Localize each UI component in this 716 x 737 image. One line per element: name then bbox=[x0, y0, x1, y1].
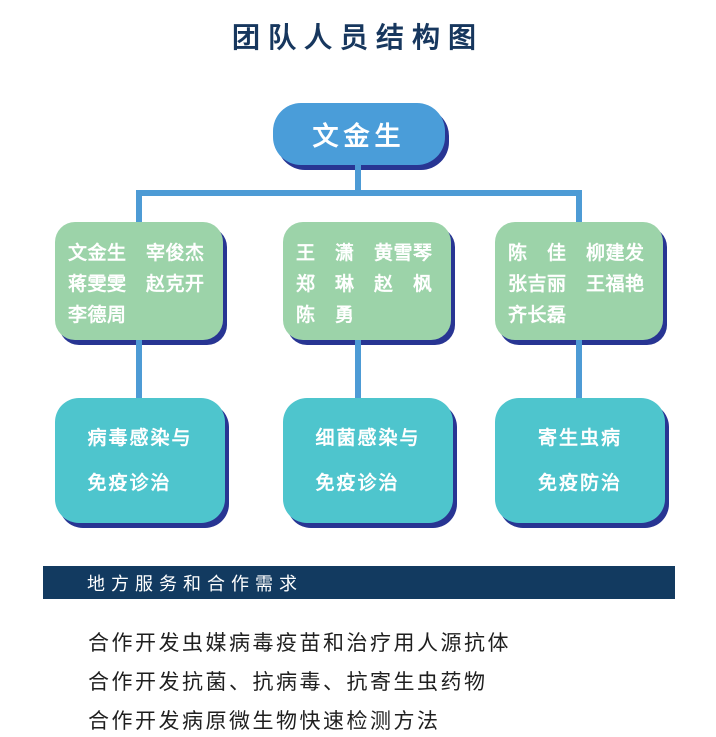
specialty-box-parasite: 寄生虫病 免疫防治 bbox=[495, 398, 665, 523]
connector-drop-right bbox=[576, 190, 582, 222]
member-group-parasite: 陈 佳 柳建发 张吉丽 王福艳 齐长磊 bbox=[495, 222, 663, 340]
specialty-line: 病毒感染与 bbox=[87, 427, 193, 449]
root-node-label: 文金生 bbox=[312, 120, 406, 151]
specialty-text: 寄生虫病 免疫防治 bbox=[538, 416, 622, 506]
member-group-bacteria: 王 潇 黄雪琴 郑 琳 赵 枫 陈 勇 bbox=[283, 222, 451, 340]
specialty-line: 寄生虫病 bbox=[537, 427, 622, 449]
connector-right-column bbox=[576, 340, 582, 398]
member-group-virus: 文金生 宰俊杰 蒋雯雯 赵克开 李德周 bbox=[55, 222, 223, 340]
member-line: 王 潇 黄雪琴 bbox=[296, 243, 433, 264]
member-line: 李德周 bbox=[68, 305, 127, 326]
connector-middle-column bbox=[355, 340, 361, 398]
specialty-line: 免疫诊治 bbox=[87, 472, 172, 494]
member-line: 蒋雯雯 赵克开 bbox=[68, 274, 205, 295]
member-line: 齐长磊 bbox=[508, 305, 567, 326]
need-item: 合作开发虫媒病毒疫苗和治疗用人源抗体 bbox=[88, 631, 511, 655]
member-line: 张吉丽 王福艳 bbox=[508, 274, 645, 295]
specialty-line: 免疫防治 bbox=[537, 472, 622, 494]
section-banner-cooperation-needs: 地方服务和合作需求 bbox=[43, 566, 675, 599]
need-item: 合作开发病原微生物快速检测方法 bbox=[88, 709, 441, 733]
connector-left-column bbox=[136, 340, 142, 398]
specialty-line: 细菌感染与 bbox=[315, 427, 421, 449]
connector-drop-left bbox=[136, 190, 142, 222]
member-line: 郑 琳 赵 枫 bbox=[296, 274, 433, 295]
specialty-line: 免疫诊治 bbox=[315, 472, 400, 494]
member-line: 陈 勇 bbox=[296, 305, 355, 326]
specialty-text: 病毒感染与 免疫诊治 bbox=[87, 416, 192, 506]
specialty-text: 细菌感染与 免疫诊治 bbox=[315, 416, 420, 506]
connector-root-stem bbox=[355, 164, 361, 193]
specialty-box-virus: 病毒感染与 免疫诊治 bbox=[55, 398, 225, 523]
need-item: 合作开发抗菌、抗病毒、抗寄生虫药物 bbox=[88, 670, 488, 694]
member-line: 文金生 宰俊杰 bbox=[68, 243, 205, 264]
specialty-box-bacteria: 细菌感染与 免疫诊治 bbox=[283, 398, 453, 523]
member-line: 陈 佳 柳建发 bbox=[508, 243, 645, 264]
page-title: 团队人员结构图 bbox=[231, 22, 484, 53]
section-heading: 地方服务和合作需求 bbox=[87, 573, 303, 594]
connector-horizontal-bar bbox=[136, 190, 582, 196]
root-node-leader: 文金生 bbox=[273, 103, 445, 165]
cooperation-needs-list: 合作开发虫媒病毒疫苗和治疗用人源抗体 合作开发抗菌、抗病毒、抗寄生虫药物 合作开… bbox=[88, 624, 511, 737]
